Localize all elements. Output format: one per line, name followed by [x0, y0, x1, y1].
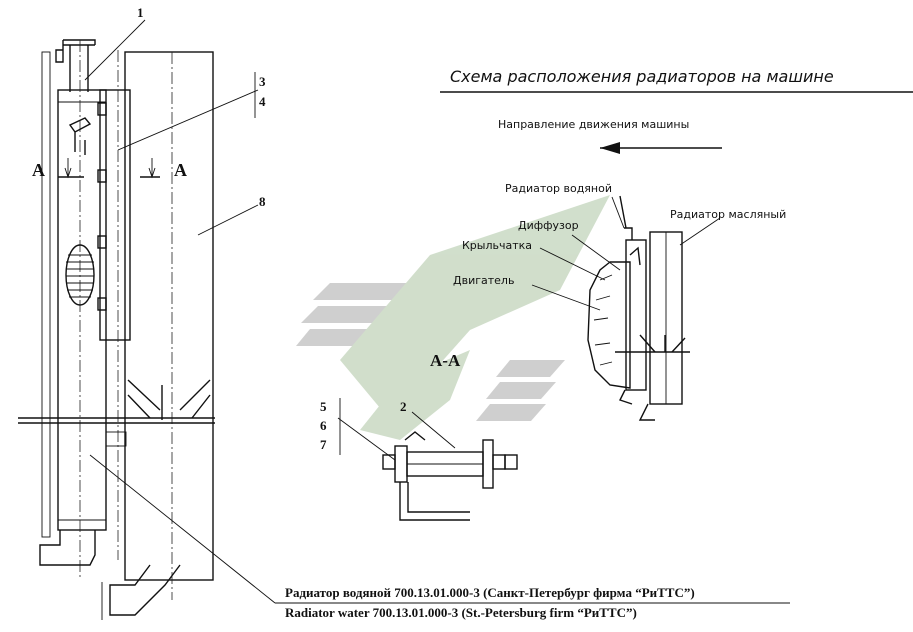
- direction-label: Направление движения машины: [498, 118, 689, 131]
- radiator-side-view: [18, 39, 215, 620]
- caption: Радиатор водяной 700.13.01.000-3 (Санкт-…: [285, 585, 695, 620]
- impeller-label: Крыльчатка: [462, 239, 532, 252]
- section-marks: A A A-A: [32, 160, 461, 370]
- callout-3: 3: [259, 74, 266, 89]
- section-mark-right: A: [174, 160, 187, 180]
- scheme-labels: Схема расположения радиаторов на машине …: [450, 67, 834, 287]
- callout-numbers: 1 3 4 8 5 6 7 2: [137, 5, 407, 452]
- section-view-label: A-A: [430, 351, 461, 370]
- diffuser-label: Диффузор: [518, 219, 579, 232]
- callout-4: 4: [259, 94, 266, 109]
- callout-1: 1: [137, 5, 144, 20]
- section-mark-left: A: [32, 160, 45, 180]
- callout-6: 6: [320, 418, 327, 433]
- callout-2: 2: [400, 399, 407, 414]
- water-radiator-label: Радиатор водяной: [505, 182, 612, 195]
- section-aa-detail: [382, 431, 518, 521]
- caption-ru: Радиатор водяной 700.13.01.000-3 (Санкт-…: [285, 585, 695, 600]
- leader-lines: [84, 19, 790, 604]
- oil-radiator-label: Радиатор масляный: [670, 208, 786, 221]
- caption-en: Radiator water 700.13.01.000-3 (St.-Pete…: [285, 605, 637, 620]
- callout-8: 8: [259, 194, 266, 209]
- engine-label: Двигатель: [453, 274, 514, 287]
- callout-5: 5: [320, 399, 327, 414]
- callout-7: 7: [320, 437, 327, 452]
- watermark-logo: [296, 195, 610, 440]
- scheme-drawing: [440, 91, 913, 421]
- scheme-title: Схема расположения радиаторов на машине: [450, 67, 834, 86]
